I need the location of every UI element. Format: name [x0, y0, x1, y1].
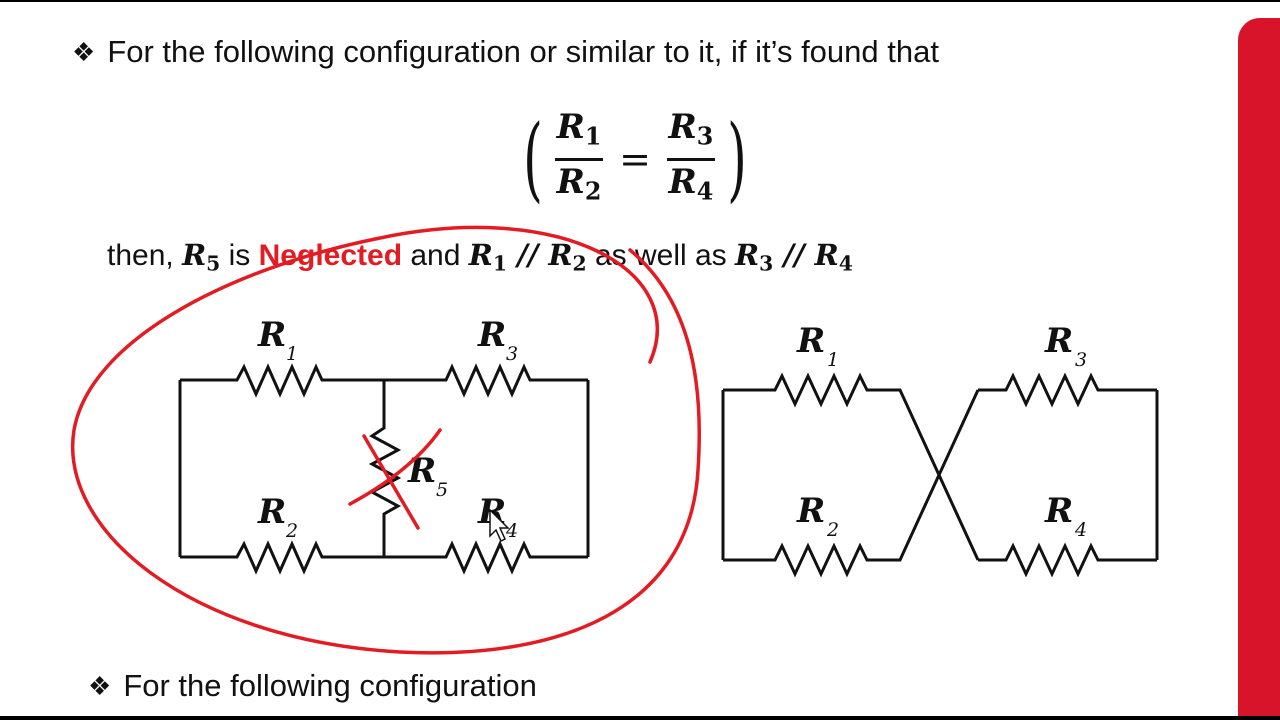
- right-r2-label: R: [796, 491, 825, 531]
- bullet-line-2: ❖ For the following configuration: [88, 668, 537, 704]
- statement-r5: R5: [182, 238, 221, 276]
- equals-sign: =: [619, 137, 651, 181]
- fraction-bar: [666, 157, 715, 161]
- right-r4-label: R: [1044, 491, 1073, 531]
- open-paren: (: [523, 105, 543, 212]
- fraction-left-denominator: R2: [556, 161, 602, 206]
- left-r5-sub: 5: [436, 479, 448, 501]
- neglected-highlight: Neglected: [258, 239, 403, 272]
- left-circuit-labels: R 1 R 3 R 2 R 4 R 5: [257, 315, 518, 542]
- bottom-border: [0, 716, 1280, 720]
- left-r3-label: R: [477, 315, 506, 355]
- right-top-right-wire: [978, 372, 1157, 408]
- left-r1-label: R: [257, 315, 286, 355]
- red-circle-annotation: [70, 225, 702, 655]
- left-r4-sub: 4: [505, 520, 518, 542]
- right-circuit-labels: R 1 R 3 R 2 R 4: [796, 321, 1087, 541]
- right-r2-sub: 2: [826, 519, 839, 541]
- four-diamond-bullet-icon: ❖: [72, 36, 96, 67]
- four-diamond-bullet-icon: ❖: [88, 670, 112, 701]
- right-r1-label: R: [796, 321, 825, 361]
- fraction-left: R1 R2: [555, 106, 604, 212]
- statement-line: then, R5 is Neglected and R1 // R2 as we…: [107, 238, 853, 276]
- accent-side-bar: [1238, 18, 1280, 718]
- right-r4-sub: 4: [1074, 519, 1087, 541]
- left-r2-label: R: [257, 492, 286, 532]
- fraction-left-numerator: R1: [556, 106, 602, 151]
- left-r3-sub: 3: [506, 343, 518, 365]
- statement-r4: R4: [814, 238, 853, 276]
- mouse-cursor-icon: [489, 508, 510, 543]
- balance-formula: ( R1 R2 = R3 R4 ): [523, 104, 746, 214]
- statement-r1: R1: [468, 238, 507, 276]
- right-r3-sub: 3: [1075, 349, 1087, 371]
- fraction-bar: [555, 157, 604, 161]
- close-paren: ): [727, 105, 747, 212]
- red-annotations: [70, 225, 702, 655]
- red-cross-stroke-2: [348, 428, 442, 506]
- left-r5-label: R: [407, 451, 436, 491]
- right-bottom-left-wire: [723, 389, 980, 578]
- red-cross-stroke-1: [362, 434, 420, 530]
- top-border: [0, 0, 1280, 2]
- right-top-left-wire: [723, 372, 980, 561]
- right-r3-label: R: [1044, 321, 1073, 361]
- statement-r3: R3: [735, 238, 774, 276]
- left-circuit-wires: [178, 363, 590, 575]
- right-r1-sub: 1: [827, 349, 839, 371]
- fraction-right-numerator: R3: [668, 106, 714, 151]
- statement-r2: R2: [548, 238, 587, 276]
- bullet-text-2: For the following configuration: [123, 668, 537, 703]
- fraction-right-denominator: R4: [668, 161, 714, 206]
- fraction-right: R3 R4: [666, 106, 715, 212]
- left-r1-sub: 1: [286, 343, 298, 365]
- left-r2-sub: 2: [285, 520, 298, 542]
- bullet-text-1: For the following configuration or simil…: [107, 34, 939, 69]
- right-bottom-right-wire: [978, 542, 1157, 578]
- bullet-line-1: ❖ For the following configuration or sim…: [72, 34, 939, 70]
- right-circuit-wires: [721, 372, 1159, 578]
